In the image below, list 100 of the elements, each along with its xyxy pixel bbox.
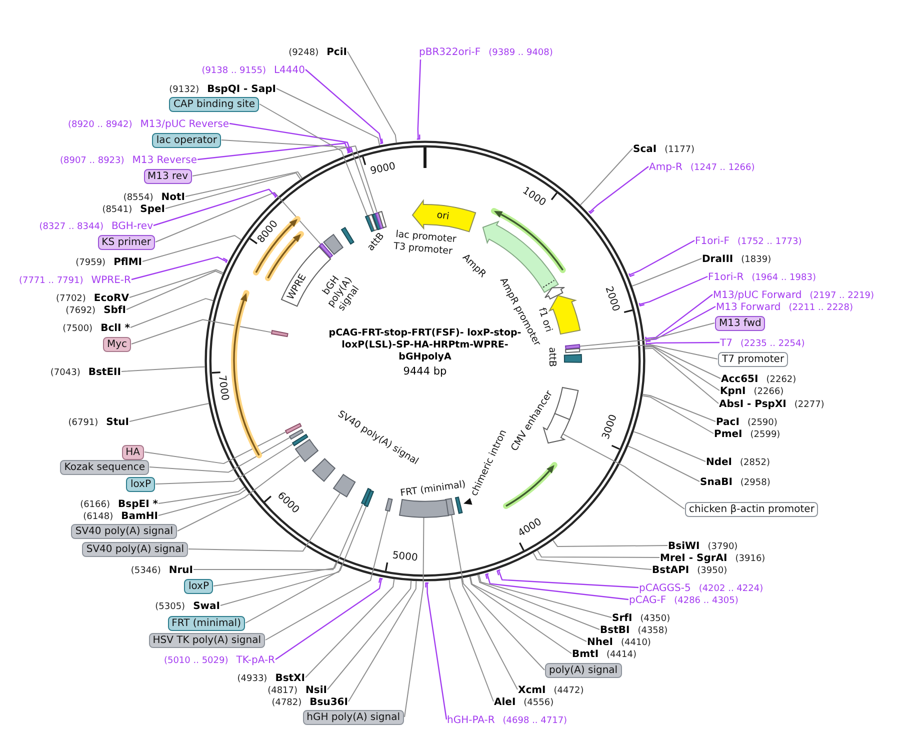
enzyme-name: BstXI xyxy=(275,673,305,684)
plasmid-size: 9444 bp xyxy=(403,366,447,378)
leader-line xyxy=(645,294,714,341)
scale-number: 9000 xyxy=(370,160,397,177)
leader-line xyxy=(644,346,720,391)
leader-line xyxy=(130,298,214,328)
primer-position: (8907 .. 8923) xyxy=(60,156,124,166)
leader-line xyxy=(638,276,708,306)
primer-name: M13 Reverse xyxy=(132,155,197,166)
leader-line xyxy=(129,403,210,422)
enzyme-name: BamHI xyxy=(121,511,158,522)
feature-tag: poly(A) signal xyxy=(545,662,622,678)
leader-line xyxy=(274,578,384,660)
leader-line xyxy=(552,540,668,548)
leader-line xyxy=(496,569,640,588)
site-position: (6148) xyxy=(83,512,114,522)
enzyme-name: SwaI xyxy=(193,601,220,612)
site-position: (7043) xyxy=(50,368,80,378)
primer-position: (1752 .. 1773) xyxy=(737,237,802,247)
leader-line xyxy=(448,579,494,702)
enzyme-name: BmtI xyxy=(572,649,599,660)
enzyme-name: StuI xyxy=(106,417,129,428)
site-position: (1839) xyxy=(741,255,772,265)
feature-tag: M13 fwd xyxy=(715,316,766,330)
feature-tag: T7 promoter xyxy=(718,352,788,366)
leader-line xyxy=(185,171,303,197)
leader-line xyxy=(228,122,353,153)
site-position: (4350) xyxy=(640,614,670,624)
feature-tag: lac operator xyxy=(152,132,221,148)
leader-line xyxy=(158,488,246,516)
leader-line xyxy=(165,172,301,209)
leader-line xyxy=(152,188,278,226)
site-position: (2599) xyxy=(750,430,780,440)
enzyme-name: BstEII xyxy=(88,367,121,378)
leader-line xyxy=(477,574,600,630)
primer-position: (4286 .. 4305) xyxy=(674,596,738,606)
primer-name: F1ori-R xyxy=(708,272,744,283)
feature-label: ori xyxy=(436,210,450,222)
enzyme-name: Acc65I xyxy=(721,374,758,385)
site-position: (2852) xyxy=(740,458,770,468)
feature-tag: chicken β-actin promoter xyxy=(685,502,818,516)
leader-line xyxy=(347,51,397,144)
leader-line xyxy=(192,145,378,213)
primer-name: pCAG-F xyxy=(629,595,666,606)
enzyme-name: PciI xyxy=(326,47,347,58)
site-position: (4933) xyxy=(237,674,268,684)
leader-line xyxy=(645,306,716,342)
site-position: (7702) xyxy=(56,294,86,304)
leader-line xyxy=(155,192,322,245)
leader-line xyxy=(632,258,702,287)
primer-position: (2235 .. 2254) xyxy=(740,339,805,349)
enzyme-name: BstAPI xyxy=(652,565,690,576)
leader-line xyxy=(644,348,719,404)
primer-name: M13/pUC Forward xyxy=(713,290,802,301)
enzyme-name: NruI xyxy=(168,565,193,576)
feature-tag: loxP xyxy=(184,578,213,594)
leader-line xyxy=(646,342,720,346)
primer-position: (9389 .. 9408) xyxy=(488,48,553,58)
leader-line xyxy=(580,344,718,360)
leader-line xyxy=(155,444,293,484)
enzyme-name: NotI xyxy=(161,192,185,203)
primer-name: BGH-rev xyxy=(111,221,153,232)
leader-line xyxy=(126,270,224,310)
leader-line xyxy=(196,142,350,160)
site-position: (8541) xyxy=(102,205,132,215)
enzyme-name: PflMI xyxy=(114,257,142,268)
leader-line xyxy=(537,550,660,558)
site-position: (4782) xyxy=(272,698,302,708)
site-position: (4410) xyxy=(621,638,651,648)
leader-line xyxy=(213,504,363,586)
primer-position: (2197 .. 2219) xyxy=(810,291,874,301)
enzyme-name: NsiI xyxy=(306,685,327,696)
leader-line xyxy=(305,578,395,678)
primer-position: (8327 .. 8344) xyxy=(39,222,104,232)
feature-tag: CAP binding site xyxy=(169,96,259,112)
site-position: (3950) xyxy=(697,566,728,576)
leader-line xyxy=(628,446,700,482)
enzyme-name: BclI * xyxy=(100,323,130,334)
enzyme-name: PacI xyxy=(716,417,740,428)
leader-line xyxy=(265,510,388,640)
primer-name: T7 xyxy=(720,338,732,349)
feature-label: attB xyxy=(546,347,558,367)
enzyme-name: NdeI xyxy=(706,457,732,468)
site-position: (3790) xyxy=(708,542,738,552)
enzyme-name: SrfI xyxy=(612,613,632,624)
leader-line xyxy=(142,235,242,262)
leader-line xyxy=(304,68,384,144)
primer-position: (4698 .. 4717) xyxy=(502,716,568,726)
leader-line xyxy=(188,493,340,552)
enzyme-name: EcoRV xyxy=(94,293,129,304)
feature-tag: hGH poly(A) signal xyxy=(302,710,404,724)
feature-tag: M13 rev xyxy=(144,168,192,184)
leader-line xyxy=(451,514,545,670)
enzyme-name: BspEI * xyxy=(118,499,158,510)
primer-name: pBR322ori-F xyxy=(419,47,481,58)
site-position: (7692) xyxy=(66,306,96,316)
site-position: (4358) xyxy=(638,626,668,636)
primer-name: M13 Forward xyxy=(716,302,781,313)
primer-name: hGH-PA-R xyxy=(447,715,495,726)
primer-position: (1964 .. 1983) xyxy=(752,273,816,283)
